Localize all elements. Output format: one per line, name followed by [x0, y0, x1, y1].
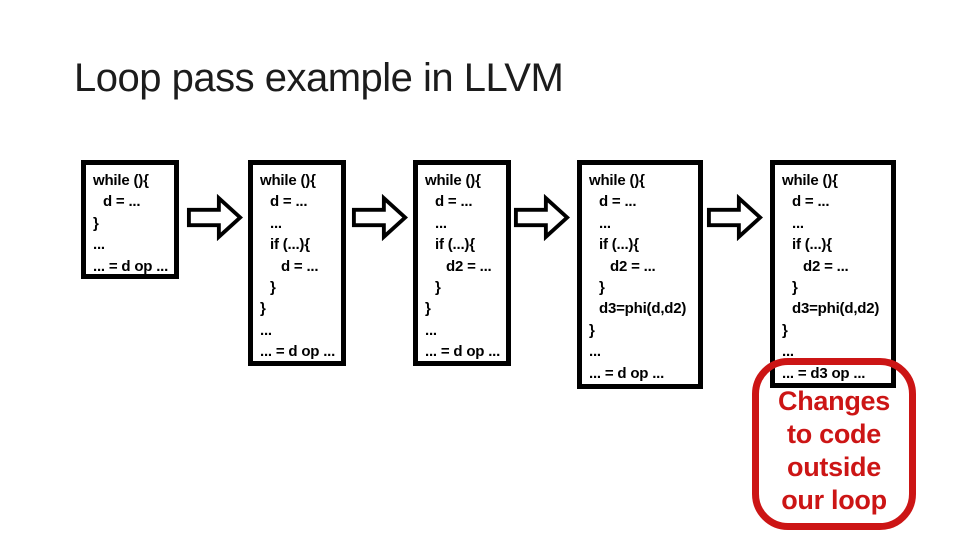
code-box-stage-1: while (){ d = ...}... ... = d op ...: [81, 160, 179, 279]
code-line: ... = d op ...: [260, 343, 336, 361]
code-line: d = ...: [599, 193, 637, 211]
code-line: ...: [270, 214, 282, 232]
right-arrow-icon: [513, 194, 571, 241]
code-line: }: [435, 279, 441, 297]
code-line: ...: [599, 214, 611, 232]
code-line: d2 = ...: [610, 257, 656, 275]
code-line: }: [260, 300, 266, 318]
code-line: ...: [782, 343, 794, 361]
code-box-stage-4: while (){d = ......if (...){d2 = ...}d3=…: [577, 160, 703, 389]
code-line: d = ...: [270, 193, 308, 211]
code-line: if (...){: [435, 236, 475, 254]
callout-text: Changes to code outside our loop: [759, 385, 909, 517]
code-line: ...: [589, 343, 601, 361]
code-line: d2 = ...: [803, 257, 849, 275]
code-line: if (...){: [270, 236, 310, 254]
code-line: ...: [260, 321, 272, 339]
code-box-stage-3: while (){ d = ...... if (...){ d2 = ...}}..…: [413, 160, 511, 366]
code-line: ...: [425, 321, 437, 339]
code-line: }: [782, 321, 788, 339]
code-line: d = ...: [281, 257, 319, 275]
code-box-stage-5: while (){d = ......if (...){d2 = ...}d3=…: [770, 160, 896, 388]
right-arrow-icon: [706, 194, 764, 241]
code-line: }: [589, 321, 595, 339]
callout-line: our loop: [781, 485, 887, 515]
code-line: d3=phi(d,d2): [599, 300, 687, 318]
code-line: }: [425, 300, 431, 318]
callout-line: to code: [787, 419, 881, 449]
code-line: d = ...: [103, 193, 141, 211]
code-line: }: [270, 279, 276, 297]
code-line: }: [792, 279, 798, 297]
code-line: }: [93, 214, 99, 232]
code-line: while (){: [425, 172, 481, 189]
callout-line: outside: [787, 452, 881, 482]
callout: Changes to code outside our loop: [752, 358, 916, 530]
code-line: ... = d op ...: [425, 343, 501, 361]
code-line: ...: [435, 214, 447, 232]
code-line: ... = d3 op ...: [782, 364, 866, 382]
code-line: ... = d op ...: [589, 364, 665, 382]
code-line: d = ...: [792, 193, 830, 211]
code-box-stage-2: while (){ d = ...... if (...){ d = ...}}...…: [248, 160, 346, 366]
code-line: }: [599, 279, 605, 297]
callout-line: Changes: [778, 386, 890, 416]
code-line: while (){: [93, 172, 149, 189]
code-line: d = ...: [435, 193, 473, 211]
code-line: if (...){: [599, 236, 639, 254]
right-arrow-icon: [186, 194, 244, 241]
slide-title: Loop pass example in LLVM: [74, 56, 564, 100]
code-line: if (...){: [792, 236, 832, 254]
code-line: ...: [792, 214, 804, 232]
code-line: d2 = ...: [446, 257, 492, 275]
code-line: while (){: [782, 172, 838, 189]
code-line: while (){: [589, 172, 645, 189]
code-line: d3=phi(d,d2): [792, 300, 880, 318]
code-line: while (){: [260, 172, 316, 189]
code-line: ...: [93, 236, 105, 254]
code-line: ... = d op ...: [93, 257, 169, 275]
right-arrow-icon: [351, 194, 409, 241]
